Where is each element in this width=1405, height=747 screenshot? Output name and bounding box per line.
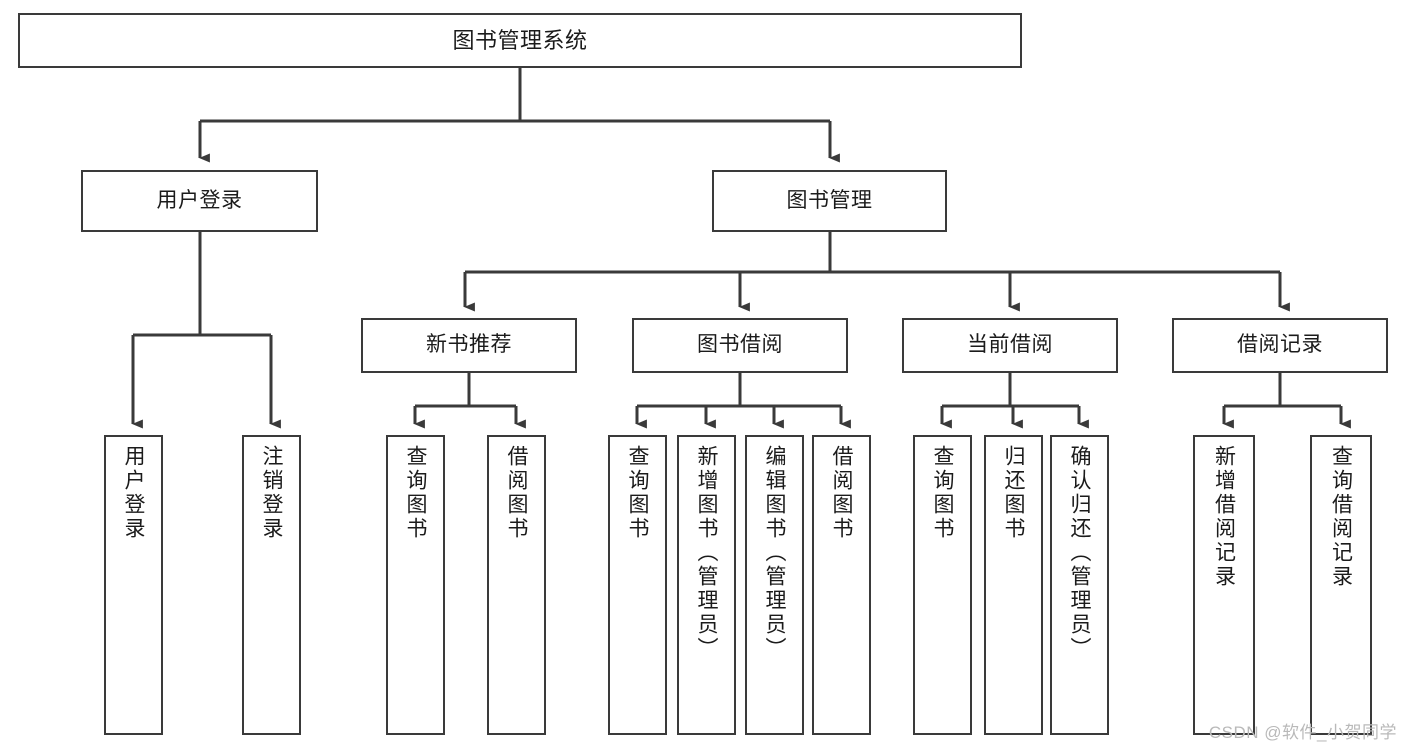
node-root-system[interactable]: 图书管理系统 xyxy=(18,13,1022,68)
leaf-query-book-current[interactable]: 查询图书 xyxy=(913,435,972,735)
node-label: 借阅图书 xyxy=(505,445,528,541)
node-label: 借阅记录 xyxy=(1237,333,1323,357)
csdn-watermark: CSDN @软件_小贺同学 xyxy=(1208,723,1397,742)
leaf-return-book[interactable]: 归还图书 xyxy=(984,435,1043,735)
leaf-user-login[interactable]: 用户登录 xyxy=(104,435,163,735)
node-user-login[interactable]: 用户登录 xyxy=(81,170,318,232)
leaf-query-book-borrow[interactable]: 查询图书 xyxy=(608,435,667,735)
node-label: 新增借阅记录 xyxy=(1212,445,1236,589)
node-book-borrow[interactable]: 图书借阅 xyxy=(632,318,848,373)
node-label: 查询图书 xyxy=(404,445,427,541)
leaf-add-borrow-record[interactable]: 新增借阅记录 xyxy=(1193,435,1255,735)
node-label: 归还图书 xyxy=(1002,445,1025,541)
node-label: 查询图书 xyxy=(931,445,954,541)
leaf-edit-book[interactable]: 编辑图书（管理员） xyxy=(745,435,804,735)
node-label: 确认归还（管理员） xyxy=(1068,445,1091,661)
leaf-logout[interactable]: 注销登录 xyxy=(242,435,301,735)
leaf-borrow-book[interactable]: 借阅图书 xyxy=(812,435,871,735)
node-label: 新书推荐 xyxy=(426,333,512,357)
leaf-query-borrow-record[interactable]: 查询借阅记录 xyxy=(1310,435,1372,735)
node-label: 图书管理系统 xyxy=(452,27,588,53)
node-borrow-record[interactable]: 借阅记录 xyxy=(1172,318,1388,373)
node-label: 查询图书 xyxy=(626,445,649,541)
node-label: 编辑图书（管理员） xyxy=(763,445,786,661)
node-label: 用户登录 xyxy=(122,445,145,541)
node-label: 查询借阅记录 xyxy=(1329,445,1353,589)
leaf-query-book-recommend[interactable]: 查询图书 xyxy=(386,435,445,735)
node-label: 图书借阅 xyxy=(697,333,783,357)
node-book-manage[interactable]: 图书管理 xyxy=(712,170,947,232)
leaf-borrow-book-recommend[interactable]: 借阅图书 xyxy=(487,435,546,735)
node-label: 借阅图书 xyxy=(830,445,853,541)
leaf-confirm-return[interactable]: 确认归还（管理员） xyxy=(1050,435,1109,735)
node-new-book-recommend[interactable]: 新书推荐 xyxy=(361,318,577,373)
node-label: 当前借阅 xyxy=(967,333,1053,357)
node-label: 用户登录 xyxy=(156,188,243,212)
node-current-borrow[interactable]: 当前借阅 xyxy=(902,318,1118,373)
node-label: 图书管理 xyxy=(786,188,873,212)
node-label: 注销登录 xyxy=(260,445,283,541)
leaf-add-book[interactable]: 新增图书（管理员） xyxy=(677,435,736,735)
node-label: 新增图书（管理员） xyxy=(695,445,718,661)
